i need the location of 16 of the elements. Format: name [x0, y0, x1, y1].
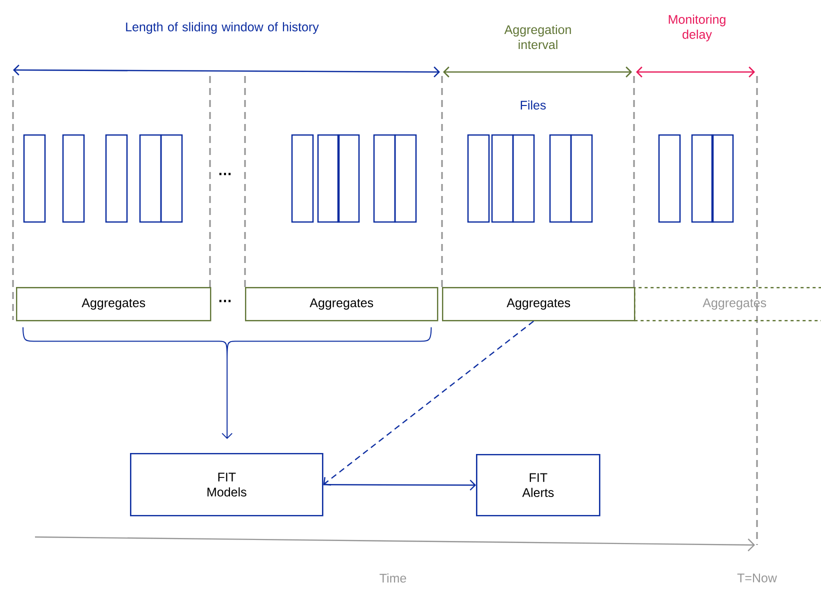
dimension-label: Length of sliding window of history: [126, 22, 319, 34]
aggregate-box: Aggregates: [442, 287, 636, 322]
axis-label: Time: [380, 573, 406, 583]
arrow: [323, 480, 476, 491]
process-box: FIT Models: [130, 453, 324, 516]
aggregate-box: Aggregates: [634, 287, 821, 322]
aggregate-box: Aggregates: [16, 287, 212, 322]
axis-label: T=Now: [737, 574, 778, 582]
ellipsis: …: [219, 300, 231, 302]
aggregate-box: Aggregates: [245, 287, 438, 322]
dimension-label: Aggregation interval: [504, 24, 571, 50]
group-label: Files: [520, 100, 546, 110]
dimension-label: Monitoring delay: [668, 14, 726, 42]
ellipsis: …: [219, 172, 231, 176]
arrow: [323, 320, 534, 486]
process-box: FIT Alerts: [476, 454, 600, 516]
